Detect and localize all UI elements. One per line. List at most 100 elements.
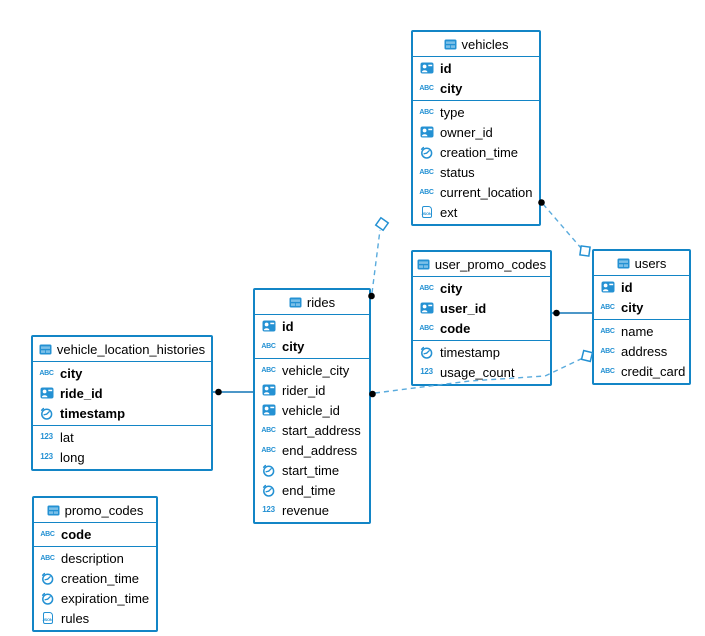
table-header[interactable]: vehicles: [413, 32, 539, 57]
table-icon: [617, 258, 630, 269]
uuid-icon: [38, 387, 55, 399]
field-row[interactable]: id: [413, 58, 539, 78]
field-row[interactable]: id: [255, 316, 369, 336]
text-type-icon: ABC: [419, 168, 434, 176]
number-type-icon: 123: [262, 505, 275, 514]
text-type-icon: ABC: [419, 324, 434, 332]
table-name: promo_codes: [64, 502, 144, 518]
field-row[interactable]: owner_id: [413, 122, 539, 142]
table-header[interactable]: user_promo_codes: [413, 252, 550, 277]
text-type-icon: ABC: [600, 347, 615, 355]
text-type-icon: ABC: [419, 284, 434, 292]
text-type-icon: ABC: [40, 554, 55, 562]
field-row[interactable]: vehicle_id: [255, 400, 369, 420]
uuid-icon: [260, 404, 277, 416]
field-row[interactable]: timestamp: [33, 403, 211, 423]
table-header[interactable]: rides: [255, 290, 369, 315]
uuid-icon: [260, 320, 277, 332]
relation-rides-vehicles[interactable]: [368, 216, 390, 300]
text-type-icon: ABC: [419, 84, 434, 92]
timestamp-icon: [39, 572, 56, 585]
number-type-icon: 123: [40, 432, 53, 441]
field-row[interactable]: expiration_time: [34, 588, 156, 608]
number-type-icon: 123: [40, 452, 53, 461]
table-icon: [289, 297, 302, 308]
text-type-icon: ABC: [419, 188, 434, 196]
field-row[interactable]: ride_id: [33, 383, 211, 403]
field-row[interactable]: start_time: [255, 460, 369, 480]
text-type-icon: ABC: [39, 369, 54, 377]
table-header[interactable]: promo_codes: [34, 498, 156, 523]
table-name: vehicles: [461, 36, 509, 52]
uuid-icon: [260, 384, 277, 396]
text-type-icon: ABC: [261, 366, 276, 374]
table-name: rides: [306, 294, 336, 310]
table-icon: [417, 259, 430, 270]
text-type-icon: ABC: [40, 530, 55, 538]
table-name: vehicle_location_histories: [56, 341, 206, 357]
timestamp-icon: [38, 407, 55, 420]
relation-end-square: [580, 349, 594, 363]
field-row[interactable]: creation_time: [34, 568, 156, 588]
table-header[interactable]: users: [594, 251, 689, 276]
field-row[interactable]: end_time: [255, 480, 369, 500]
relation-vehicles-users[interactable]: [538, 199, 591, 257]
timestamp-icon: [260, 484, 277, 497]
field-row[interactable]: timestamp: [413, 342, 550, 362]
uuid-icon: [418, 302, 435, 314]
text-type-icon: ABC: [419, 108, 434, 116]
json-icon: JSON: [418, 206, 435, 218]
table-header[interactable]: vehicle_location_histories: [33, 337, 211, 362]
relation-user-promo-codes-users[interactable]: [552, 309, 592, 317]
field-row[interactable]: user_id: [413, 298, 550, 318]
relation-vehicle-location-histories-rides[interactable]: [213, 388, 253, 396]
uuid-icon: [418, 62, 435, 74]
text-type-icon: ABC: [261, 342, 276, 350]
field-row[interactable]: rider_id: [255, 380, 369, 400]
table-icon: [444, 39, 457, 50]
json-icon: JSON: [39, 612, 56, 624]
table-icon: [47, 505, 60, 516]
field-row[interactable]: creation_time: [413, 142, 539, 162]
field-row[interactable]: id: [594, 277, 689, 297]
